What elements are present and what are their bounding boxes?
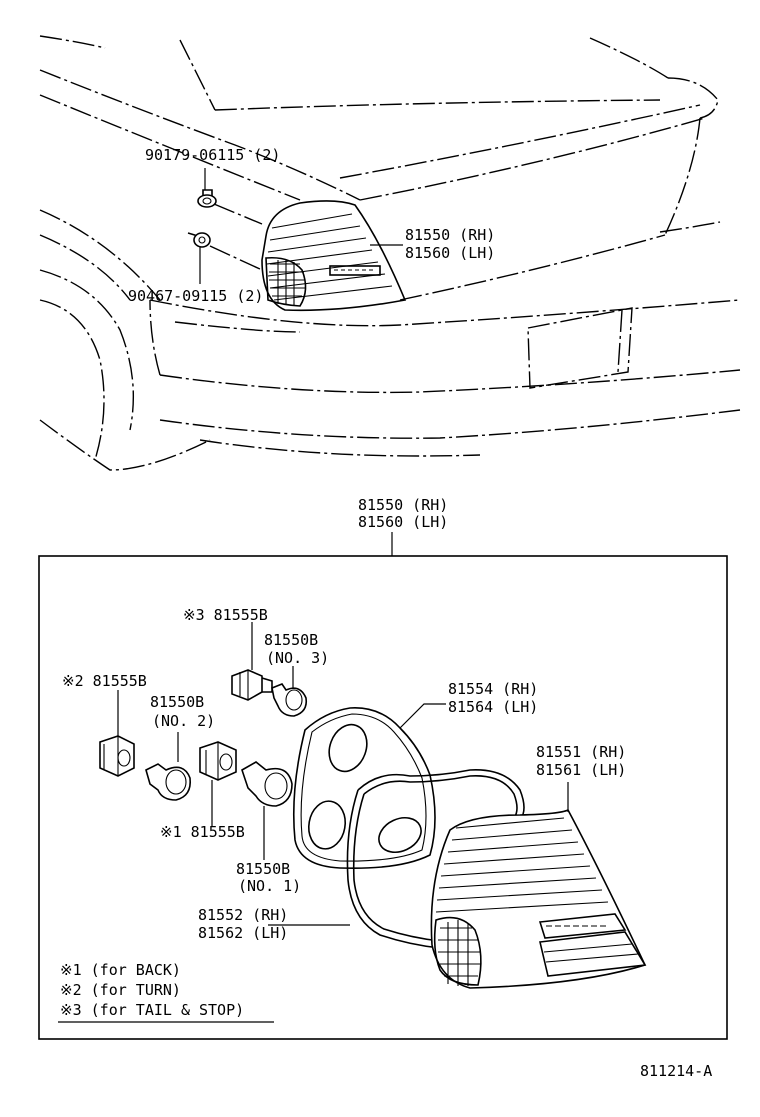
- footnotes: ※1 (for BACK) ※2 (for TURN) ※3 (for TAIL…: [58, 961, 274, 1023]
- label-clip-part: 90467-09115 (2): [128, 287, 263, 305]
- label-bulb-no3-number: (NO. 3): [266, 649, 329, 667]
- lens-icon: [430, 808, 647, 989]
- label-seal-rh: 81552 (RH): [198, 906, 288, 924]
- socket-icon-tail-stop: [231, 669, 273, 701]
- figure-id: 811214-A: [640, 1062, 712, 1080]
- label-bulb-no1-number: (NO. 1): [238, 877, 301, 895]
- label-seal-lh: 81562 (LH): [198, 924, 288, 942]
- note-back: ※1 (for BACK): [60, 961, 181, 979]
- label-lamp-lh: 81560 (LH): [405, 244, 495, 262]
- label-gasket-rh: 81554 (RH): [448, 680, 538, 698]
- clip-icon: [187, 232, 263, 271]
- label-gasket-lh: 81564 (LH): [448, 698, 538, 716]
- label-socket-back: ※1 81555B: [160, 823, 245, 841]
- note-tail-stop: ※3 (for TAIL & STOP): [60, 1001, 244, 1019]
- gasket-icon: [292, 707, 436, 870]
- label-lamp-rh: 81550 (RH): [405, 226, 495, 244]
- bulb-icon-no1: [241, 761, 293, 807]
- label-bulb-no3-part: 81550B: [264, 631, 318, 649]
- leader-line: [399, 703, 446, 729]
- exploded-view-frame: [38, 555, 728, 1040]
- bulb-icon-no2: [145, 763, 192, 801]
- label-bulb-no2-part: 81550B: [150, 693, 204, 711]
- box-header-rh: 81550 (RH): [358, 496, 448, 514]
- box-header-lh: 81560 (LH): [358, 513, 448, 531]
- label-socket-turn: ※2 81555B: [62, 672, 147, 690]
- label-bulb-no2-number: (NO. 2): [152, 712, 215, 730]
- socket-icon-turn: [99, 735, 135, 777]
- vehicle-outline: [39, 35, 741, 471]
- socket-icon-back: [199, 741, 237, 781]
- seal-icon: [346, 769, 525, 949]
- note-turn: ※2 (for TURN): [60, 981, 181, 999]
- screw-icon: [197, 189, 263, 225]
- rear-combination-lamp-installed: [261, 200, 407, 312]
- label-lens-lh: 81561 (LH): [536, 761, 626, 779]
- label-screw-part: 90179-06115 (2): [145, 146, 280, 164]
- label-socket-tail-stop: ※3 81555B: [183, 606, 268, 624]
- bulb-icon-no3: [271, 683, 308, 717]
- label-bulb-no1-part: 81550B: [236, 860, 290, 878]
- label-lens-rh: 81551 (RH): [536, 743, 626, 761]
